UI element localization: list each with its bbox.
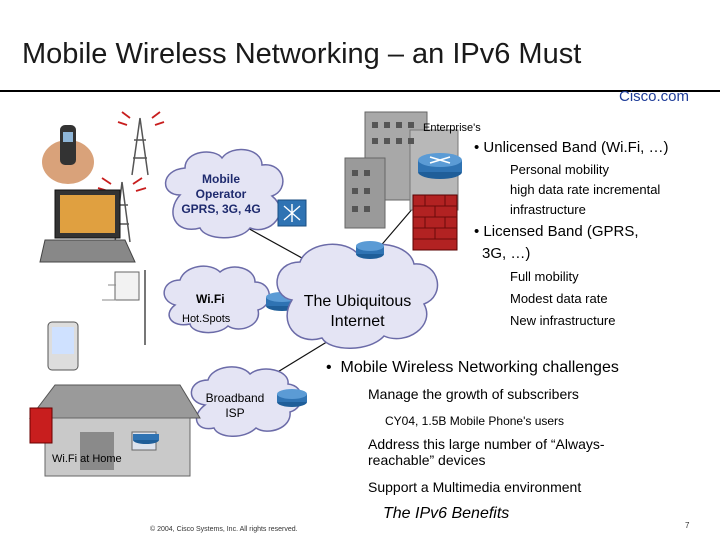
- access-point-icon: [102, 270, 146, 345]
- mobile-operator-line-3: GPRS, 3G, 4G: [181, 202, 261, 216]
- house-icon: [28, 384, 201, 477]
- address-text: Address this large number of “Always- re…: [368, 436, 605, 468]
- multimedia-text: Support a Multimedia environment: [368, 479, 582, 495]
- broadband-router-icon: [277, 389, 307, 407]
- unlicensed-sublist: Personal mobility high data rate increme…: [510, 160, 660, 220]
- title-rule: [0, 90, 720, 92]
- slide-title: Mobile Wireless Networking – an IPv6 Mus…: [22, 38, 582, 70]
- wifi-home-label: Wi.Fi at Home: [52, 453, 122, 465]
- broadband-label: Broadband ISP: [200, 391, 270, 421]
- address-line-2: reachable” devices: [368, 452, 486, 468]
- bullet-unlicensed-text: Unlicensed Band (Wi.Fi, …): [483, 139, 669, 156]
- wifi-label: Wi.Fi: [196, 292, 225, 306]
- mobile-operator-line-1: Mobile: [202, 172, 240, 186]
- unlicensed-sub-2: high data rate incremental: [510, 182, 661, 197]
- broadband-line-1: Broadband: [205, 391, 265, 405]
- bullet-licensed: • Licensed Band (GPRS, 3G, …): [474, 221, 639, 265]
- unlicensed-sub-3: infrastructure: [510, 202, 586, 217]
- cy04-text: CY04, 1.5B Mobile Phone's users: [385, 414, 565, 428]
- bullet-licensed-line-1: Licensed Band (GPRS,: [483, 223, 639, 240]
- growth-text: Manage the growth of subscribers: [368, 386, 579, 402]
- mobile-operator-line-2: Operator: [195, 187, 247, 201]
- broadband-line-2: ISP: [225, 406, 245, 420]
- hotspots-label: Hot.Spots: [182, 313, 231, 325]
- bullet-licensed-line-2: 3G, …): [482, 245, 531, 262]
- ipv6-benefits-text: The IPv6 Benefits: [383, 505, 510, 522]
- pda-icon: [47, 321, 79, 371]
- licensed-sub-3: New infrastructure: [510, 313, 616, 328]
- internet-router-icon: [356, 241, 384, 259]
- laptop-icon: [39, 189, 136, 263]
- firewall-icon: [412, 194, 458, 251]
- mobile-operator-cloud: [164, 148, 284, 239]
- internet-line-2: Internet: [330, 313, 385, 330]
- bullet-challenges-text: Mobile Wireless Networking challenges: [340, 359, 619, 376]
- licensed-sub-1: Full mobility: [510, 269, 579, 284]
- unlicensed-sub-1: Personal mobility: [510, 162, 609, 177]
- internet-cloud: [276, 243, 439, 349]
- enterprise-label: Enterprise's: [423, 122, 481, 134]
- licensed-sub-2: Modest data rate: [510, 291, 608, 306]
- switch-icon: [277, 199, 307, 227]
- bullet-challenges: • Mobile Wireless Networking challenges: [326, 359, 619, 376]
- page-number: 7: [685, 521, 690, 530]
- address-line-1: Address this large number of “Always-: [368, 436, 605, 452]
- copyright: © 2004, Cisco Systems, Inc. All rights r…: [150, 526, 298, 533]
- mobile-operator-label: Mobile Operator GPRS, 3G, 4G: [176, 172, 266, 217]
- enterprise-router-icon: [418, 153, 462, 179]
- cisco-logo: Cisco.com: [619, 88, 690, 105]
- mobile-phone-icon: [42, 125, 94, 184]
- internet-label: The Ubiquitous Internet: [285, 292, 430, 332]
- internet-line-1: The Ubiquitous: [303, 293, 412, 310]
- bullet-unlicensed: • Unlicensed Band (Wi.Fi, …): [474, 139, 669, 156]
- licensed-sublist: Full mobility Modest data rate New infra…: [510, 266, 615, 332]
